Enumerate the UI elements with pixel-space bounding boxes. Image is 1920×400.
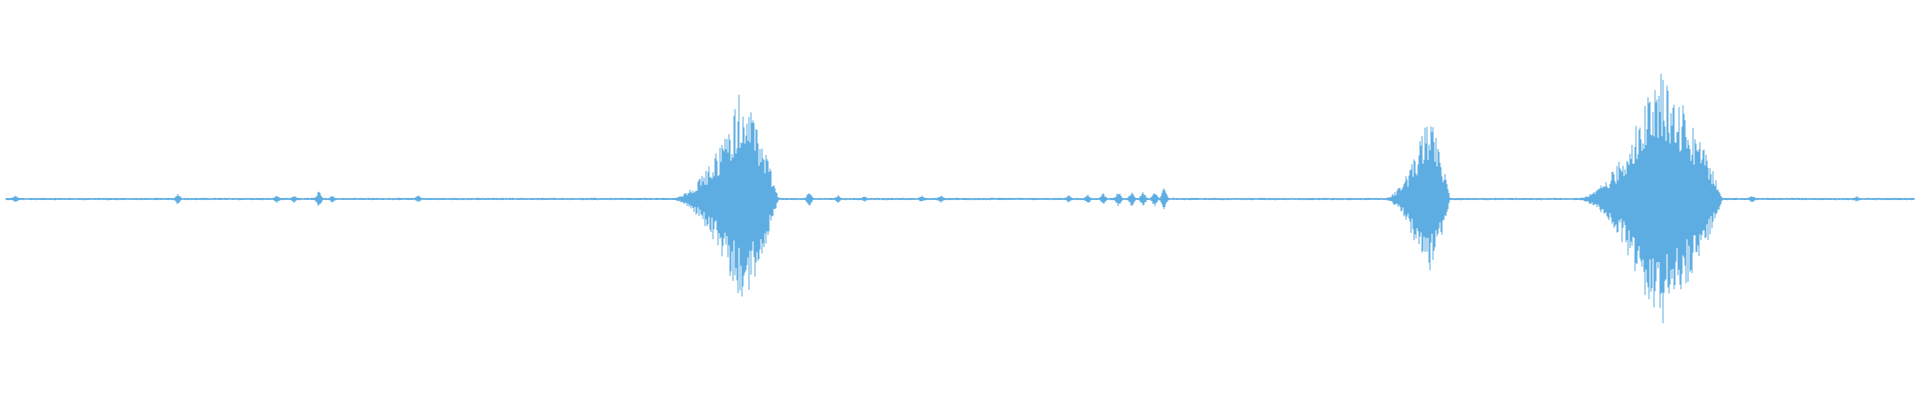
waveform-samples <box>5 73 1915 324</box>
